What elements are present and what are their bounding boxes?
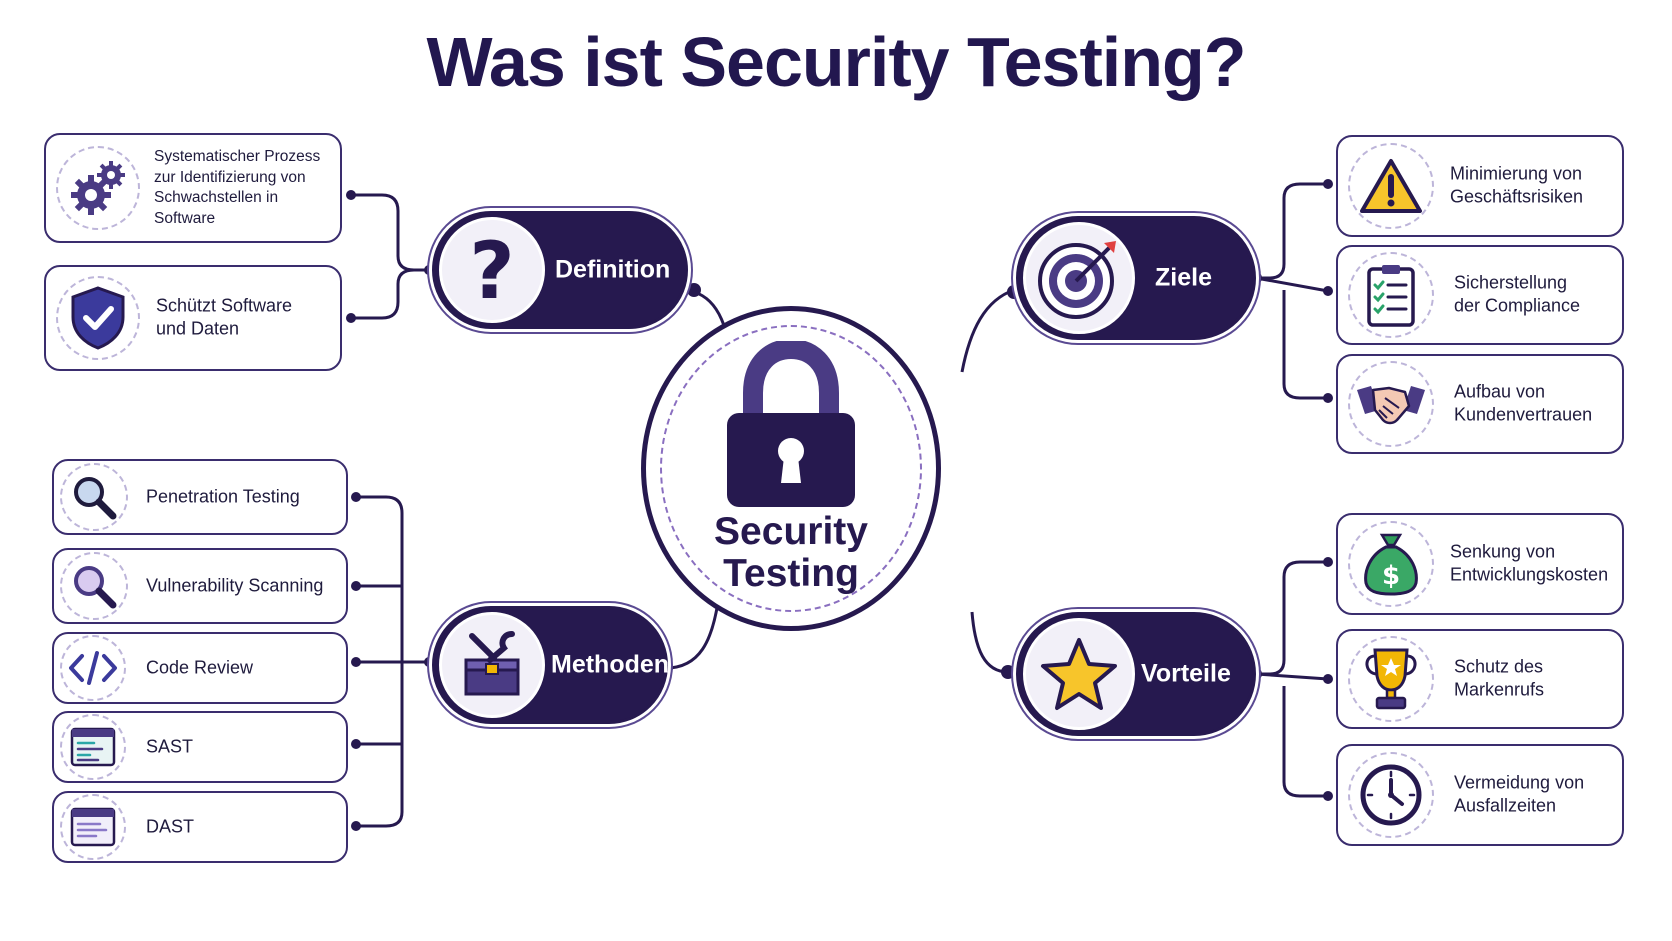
card-text: Sicherstellung der Compliance [1454, 272, 1581, 316]
icon-circle [60, 552, 128, 620]
toolbox-icon [464, 631, 520, 696]
card-text: Minimierung von Geschäftsrisiken [1450, 163, 1584, 207]
target-icon [1038, 241, 1116, 319]
icon-circle [1348, 361, 1434, 447]
pill-icon-circle [439, 612, 545, 718]
page-title: Was ist Security Testing? [426, 23, 1246, 101]
center-dashed-ring [660, 325, 922, 612]
icon-circle [1348, 143, 1434, 229]
card-text: Schutz des Markenrufs [1454, 656, 1545, 700]
card-text: SAST [146, 736, 194, 757]
magnifier-icon [74, 477, 117, 520]
ziele-item-trust: Aufbau von Kundenvertrauen [1336, 354, 1624, 454]
branch-vorteile[interactable]: Vorteile [1016, 612, 1256, 736]
branch-definition[interactable]: ? Definition [432, 211, 688, 329]
card-text: Vermeidung von Ausfallzeiten [1454, 772, 1585, 816]
code-brackets-icon [69, 651, 117, 685]
svg-text:?: ? [469, 230, 514, 310]
methoden-item-code-review: Code Review [52, 632, 348, 704]
branch-label: Definition [555, 255, 671, 284]
ziele-item-compliance: Sicherstellung der Compliance [1336, 245, 1624, 345]
branch-ziele[interactable]: Ziele [1016, 216, 1256, 340]
handshake-icon [1357, 386, 1425, 425]
methoden-item-vulnerability: Vulnerability Scanning [52, 548, 348, 624]
icon-circle [56, 146, 140, 230]
star-icon [1041, 638, 1117, 710]
methoden-item-sast: SAST [52, 711, 348, 783]
question-mark-icon: ? [469, 230, 514, 310]
warning-icon [1360, 159, 1422, 213]
branch-label: Methoden [551, 650, 670, 679]
center-label: Security Testing [714, 510, 868, 596]
card-text: Code Review [146, 657, 254, 678]
branch-label: Vorteile [1141, 659, 1231, 688]
icon-circle [1348, 752, 1434, 838]
trophy-icon [1365, 648, 1417, 710]
methoden-item-penetration: Penetration Testing [52, 459, 348, 535]
card-text: Penetration Testing [146, 486, 300, 507]
clock-icon [1360, 764, 1422, 826]
browser-window-icon [70, 807, 116, 847]
methoden-item-dast: DAST [52, 791, 348, 863]
card-text: Schützt Software und Daten [156, 295, 293, 339]
icon-circle [60, 463, 128, 531]
icon-circle [60, 635, 126, 701]
ziele-item-risks: Minimierung von Geschäftsrisiken [1336, 135, 1624, 237]
vorteile-item-downtime: Vermeidung von Ausfallzeiten [1336, 744, 1624, 846]
icon-circle [1348, 252, 1434, 338]
magnifier-purple-icon [74, 566, 117, 609]
icon-circle [56, 276, 140, 360]
card-text: Senkung von Entwicklungskosten [1450, 541, 1609, 585]
vorteile-item-brand: Schutz des Markenrufs [1336, 629, 1624, 729]
money-bag-icon: $ [1364, 533, 1418, 596]
clipboard-checklist-icon [1367, 265, 1415, 327]
code-window-icon [70, 727, 116, 767]
vorteile-item-costs: $ Senkung von Entwicklungskosten [1336, 513, 1624, 615]
pill-icon-circle [1023, 222, 1135, 334]
shield-check-icon [71, 286, 125, 350]
card-text: Vulnerability Scanning [146, 575, 324, 596]
pill-icon-circle: ? [439, 217, 545, 323]
gears-icon [71, 161, 125, 215]
definition-item-protect: Schützt Software und Daten [44, 265, 342, 371]
padlock-icon [727, 341, 855, 507]
card-text: DAST [146, 816, 195, 837]
icon-circle [60, 794, 126, 860]
icon-circle: $ [1348, 521, 1434, 607]
svg-text:$: $ [1382, 561, 1400, 591]
pill-icon-circle [1023, 618, 1135, 730]
icon-circle [1348, 636, 1434, 722]
definition-item-process: Systematischer Prozess zur Identifizieru… [44, 133, 342, 243]
center-node: Security Testing [641, 306, 941, 631]
icon-circle [60, 714, 126, 780]
card-text: Systematischer Prozess zur Identifizieru… [154, 147, 321, 227]
branch-methoden[interactable]: Methoden [432, 606, 670, 724]
card-text: Aufbau von Kundenvertrauen [1454, 381, 1593, 425]
branch-label: Ziele [1155, 263, 1212, 292]
